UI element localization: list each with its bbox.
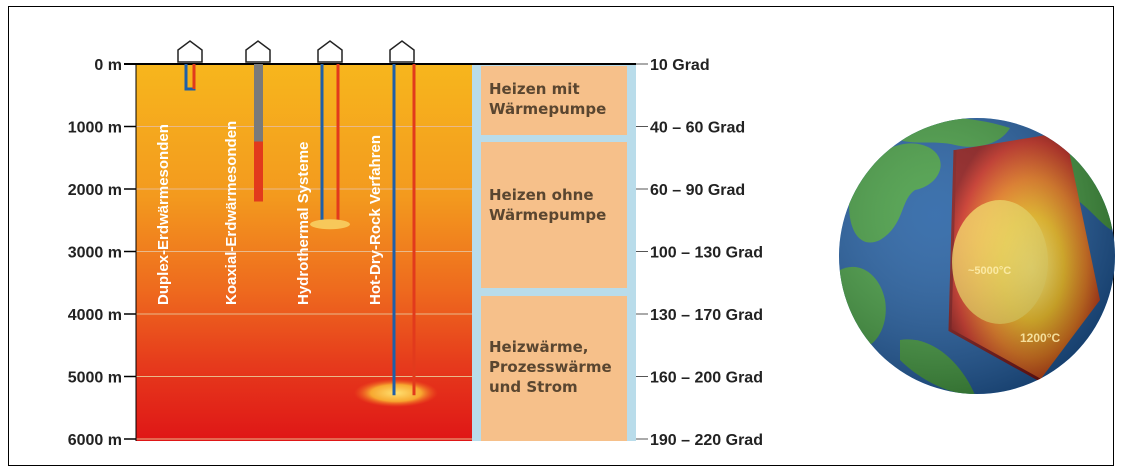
well-1: Duplex-Erdwärmesonden [155,40,203,305]
temperature-label: 130 – 170 Grad [650,307,763,324]
usage-box-2 [481,142,627,288]
wellhead-icon [245,40,271,63]
well-4: Hot-Dry-Rock Verfahren [367,40,416,396]
depth-label: 4000 m [68,307,122,324]
usage-box-2-line2: Wärmepumpe [489,206,606,224]
usage-box-1 [481,66,627,135]
temperature-label: 10 Grad [650,57,710,74]
depth-label: 2000 m [68,182,122,199]
temperature-label: 40 – 60 Grad [650,120,745,137]
mantle-temp: 1200°C [1020,331,1060,345]
well-label: Koaxial-Erdwärmesonden [223,121,240,305]
depth-gridlines [136,126,472,440]
depth-label: 0 m [94,57,122,74]
wellhead-icon [177,40,203,63]
wellhead-icon [317,40,343,63]
temperature-label: 100 – 130 Grad [650,245,763,262]
well-label: Hydrothermal Systeme [295,142,312,305]
depth-label: 1000 m [68,120,122,137]
earth-globe: ~5000°C 1200°C [839,118,1115,394]
pipe [254,141,263,202]
wellhead-icon [389,40,415,63]
usage-box-2-line1: Heizen ohne [489,186,594,204]
usage-box-3-line1: Heizwärme, [489,338,588,356]
depth-label: 5000 m [68,370,122,387]
hot-rock-reservoir [354,379,438,407]
temperature-label: 160 – 200 Grad [650,370,763,387]
well-2: Koaxial-Erdwärmesonden [223,40,271,305]
temperature-axis: 10 Grad 40 – 60 Grad 60 – 90 Grad 100 – 130… [636,57,763,449]
usage-box-3-line3: und Strom [489,378,578,396]
aquifer [310,219,350,230]
depth-label: 3000 m [68,245,122,262]
usage-box-3 [481,296,627,441]
well-3: Hydrothermal Systeme [295,40,350,305]
temperature-label: 190 – 220 Grad [650,432,763,449]
wells: Duplex-Erdwärmesonden Koaxial-Erdwärmeson… [155,40,416,396]
inner-core-temp: ~5000°C [968,265,1011,277]
depth-label: 6000 m [68,432,122,449]
pipe [254,64,263,202]
temperature-label: 60 – 90 Grad [650,182,745,199]
well-label: Hot-Dry-Rock Verfahren [367,135,384,305]
usage-box-1-line1: Heizen mit [489,80,580,98]
usage-box-1-line2: Wärmepumpe [489,100,606,118]
well-label: Duplex-Erdwärmesonden [155,124,172,305]
usage-box-3-line2: Prozesswärme [489,358,612,376]
depth-axis: 0 m 1000 m 2000 m 3000 m 4000 m 5000 m 6000 m [68,57,137,449]
